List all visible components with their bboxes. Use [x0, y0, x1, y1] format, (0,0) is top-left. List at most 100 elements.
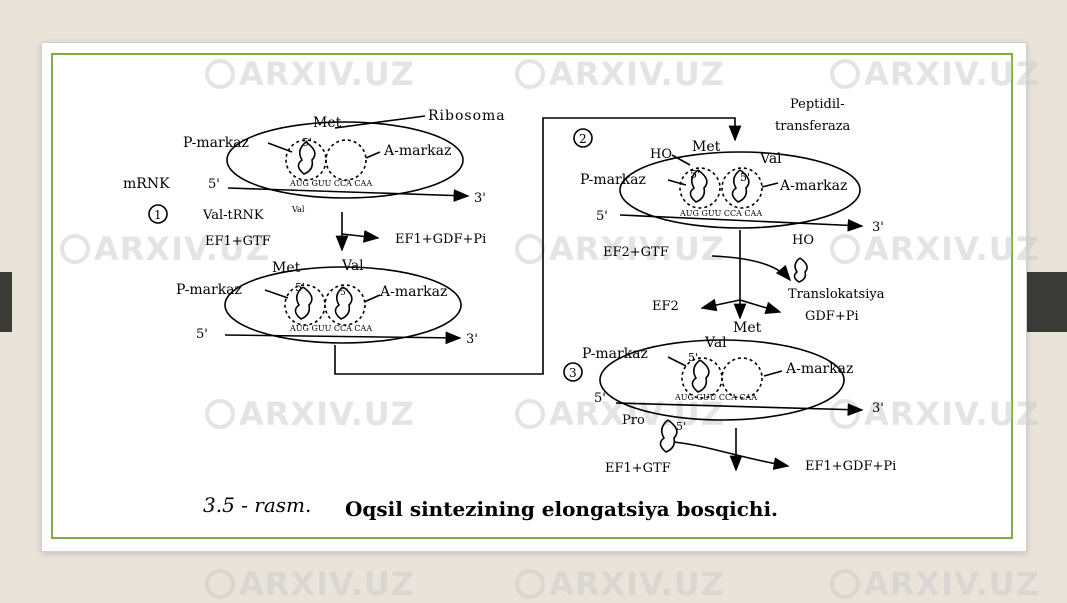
ribosome-3: [599, 339, 845, 421]
a-pointer-3: [763, 370, 783, 377]
label-met-1: Met: [313, 115, 342, 131]
watermark: ARXIV.UZ: [515, 395, 725, 433]
a-pointer-1b: [363, 294, 381, 303]
label-5-1b-b: 5': [340, 288, 348, 298]
trna-pro: [659, 419, 678, 453]
label-gdf-pi: GDF+Pi: [805, 309, 859, 324]
label-val-2: Val: [759, 151, 782, 167]
label-met-2: Met: [692, 139, 721, 155]
step1-circle: [148, 204, 168, 224]
label-5-2a: 5': [690, 168, 700, 181]
watermark: ARXIV.UZ: [515, 565, 725, 603]
label-val-1b: Val: [341, 258, 364, 274]
label-ribosoma: Ribosoma: [428, 108, 506, 124]
trna-met-1b: [294, 286, 313, 320]
watermark: ARXIV.UZ: [830, 395, 1040, 433]
label-5-3: 5': [688, 351, 698, 364]
p-pointer-1b: [264, 289, 289, 299]
mrna-1: [227, 187, 470, 202]
label-step1: 1: [154, 208, 162, 222]
label-met-1b: Met: [272, 260, 301, 276]
slide-inner-border: [51, 53, 1013, 539]
mrna-3: [615, 402, 864, 416]
mrna-2: [619, 214, 864, 232]
label-5-mrna-2: 5': [596, 209, 608, 224]
trna-released: [793, 257, 808, 283]
p-pointer-2: [667, 179, 687, 186]
label-step3: 3: [569, 366, 577, 380]
watermark: ARXIV.UZ: [515, 55, 725, 93]
step3-circle: [563, 362, 583, 382]
label-5-mrna-1b: 5': [196, 327, 208, 342]
label-p-center-1b: P-markaz: [176, 282, 242, 298]
watermark: ARXIV.UZ: [205, 565, 415, 603]
label-mrna: mRNK: [123, 176, 170, 192]
label-3-mrna-1b: 3': [466, 332, 478, 347]
label-step2: 2: [579, 132, 587, 146]
a-site-1: [325, 139, 367, 181]
label-ef2-gtf: EF2+GTF: [603, 245, 669, 260]
label-5-pro: 5': [676, 420, 686, 433]
label-val-trna: Val-tRNK: [202, 208, 264, 223]
p-site-3: [681, 357, 723, 399]
label-ho-2: HO: [650, 147, 672, 162]
label-translocation: Translokatsiya: [788, 287, 885, 302]
ribosome-1: [226, 121, 464, 199]
trna-2a: [689, 169, 708, 203]
step2-circle: [573, 128, 593, 148]
label-5-mrna-3: 5': [594, 391, 606, 406]
label-5-1b-a: 5': [295, 281, 305, 294]
trna-val-1b: [334, 286, 353, 320]
elongation-diagram: Met Ribosoma P-markaz 5' A-markaz mRNK 5…: [123, 97, 896, 521]
codons-2: AUG GUU CCA CAA: [679, 209, 762, 218]
watermark: ARXIV.UZ: [515, 230, 725, 268]
label-5-2b: 5': [740, 171, 750, 184]
mrna-1b: [224, 331, 462, 345]
label-val-3: Val: [704, 335, 727, 351]
trna-3: [691, 359, 710, 393]
trna-met-1: [297, 141, 316, 175]
ho-pointer-2: [671, 154, 691, 166]
label-5-mrna-1: 5': [208, 177, 220, 192]
label-p-center-3: P-markaz: [582, 346, 648, 362]
label-p-center-1: P-markaz: [183, 135, 249, 151]
arrow-ef2-out: [700, 298, 741, 312]
label-3-mrna-3: 3': [872, 401, 884, 416]
label-3-mrna-1: 3': [474, 191, 486, 206]
a-site-3: [721, 357, 763, 399]
arrow-ef1-out-1: [341, 230, 380, 243]
codons-1: AUG GUU CCA CAA: [289, 179, 372, 188]
label-ef1-gtf-3: EF1+GTF: [605, 461, 671, 476]
watermark: ARXIV.UZ: [830, 55, 1040, 93]
a-pointer-1: [365, 151, 381, 159]
label-ho-2b: HO: [792, 233, 814, 248]
connector-1-to-2: [334, 117, 742, 375]
caption-text: Oqsil sintezining elongatsiya bosqichi.: [345, 497, 778, 521]
label-pro: Pro: [622, 413, 645, 428]
arrow-ef1-3: [673, 441, 790, 470]
label-transferase: transferaza: [775, 119, 851, 134]
label-a-center-1: A-markaz: [383, 143, 451, 159]
label-a-center-3: A-markaz: [785, 361, 853, 377]
label-a-center-1b: A-markaz: [379, 284, 447, 300]
watermark: ARXIV.UZ: [205, 395, 415, 433]
a-pointer-2: [761, 182, 779, 188]
p-site-2: [679, 167, 721, 209]
watermark: ARXIV.UZ: [60, 230, 270, 268]
label-ef1-gtf-1: EF1+GTF: [205, 234, 271, 249]
p-pointer-1: [267, 142, 293, 153]
a-site-1b: [324, 284, 366, 326]
watermark: ARXIV.UZ: [830, 230, 1040, 268]
watermark: ARXIV.UZ: [205, 55, 415, 93]
codons-1b: AUG GUU CCA CAA: [289, 324, 372, 333]
a-site-2: [721, 167, 763, 209]
label-peptidyl: Peptidil-: [790, 97, 845, 112]
label-ef2: EF2: [652, 299, 679, 314]
ribosome-pointer: [334, 115, 426, 129]
label-ef1-gdf-1: EF1+GDF+Pi: [395, 232, 486, 247]
slide-frame: [41, 42, 1027, 552]
label-val-sup: Val: [291, 205, 305, 214]
label-3-mrna-2: 3': [872, 220, 884, 235]
label-p-center-2: P-markaz: [580, 172, 646, 188]
label-met-3: Met: [733, 320, 762, 336]
